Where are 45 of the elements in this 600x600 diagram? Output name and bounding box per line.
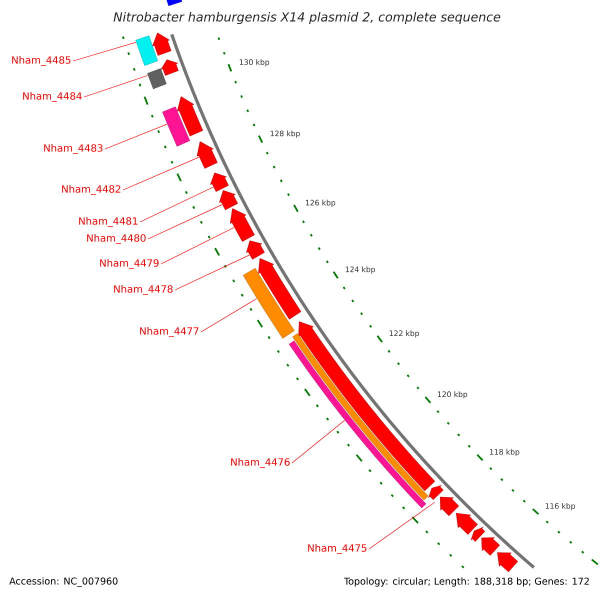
- gene-label: Nham_4478: [114, 285, 173, 295]
- gene-label: Nham_4484: [23, 92, 82, 102]
- gene-label: Nham_4477: [140, 327, 198, 337]
- gene-label: Nham_4476: [231, 458, 290, 468]
- leader-line: [140, 186, 214, 222]
- gene-block: [210, 172, 229, 192]
- gene-label: Nham_4485: [12, 56, 70, 66]
- gene-block: [246, 240, 265, 260]
- gene-box: [136, 36, 158, 66]
- gene-block: [440, 496, 460, 516]
- gene-block: [160, 59, 179, 76]
- leader-line: [292, 420, 345, 464]
- footer-text: Accession: NC_007960: [9, 577, 118, 587]
- gene-label: Nham_4483: [44, 144, 102, 154]
- gene-block: [219, 190, 238, 210]
- footer-text: Topology: circular; Length: 188,318 bp; Genes: 172: [344, 577, 589, 587]
- gene-label: Nham_4482: [62, 185, 120, 195]
- leader-line: [160, 227, 234, 264]
- title: Nitrobacter hamburgensis X14 plasmid 2, complete sequence: [114, 12, 500, 24]
- gene-block: [196, 141, 218, 169]
- gene-label: Nham_4481: [79, 217, 138, 227]
- leader-line: [72, 42, 136, 62]
- gene-label: Nham_4475: [308, 544, 366, 554]
- gene-label: Nham_4479: [100, 259, 159, 269]
- gene-block: [230, 208, 255, 242]
- gene-block: [428, 485, 444, 500]
- gene-block: [258, 258, 302, 320]
- gene-block: [298, 321, 436, 492]
- gene-block: [470, 526, 486, 542]
- gene-block: [177, 96, 204, 136]
- leader-line: [148, 204, 222, 240]
- leader-line: [368, 502, 436, 550]
- gene-block: [481, 537, 500, 556]
- gene-block: [497, 552, 518, 572]
- leader-line: [122, 156, 200, 190]
- gene-block: [456, 513, 478, 535]
- leader-line: [200, 298, 257, 332]
- gene-box: [147, 68, 167, 90]
- gene-block: [152, 32, 172, 56]
- gene-box: [242, 268, 295, 339]
- leader-line: [174, 254, 250, 290]
- gene-box: [162, 106, 190, 147]
- gene-label: Nham_4480: [87, 234, 146, 244]
- leader-line: [84, 75, 148, 98]
- leader-line: [104, 124, 168, 150]
